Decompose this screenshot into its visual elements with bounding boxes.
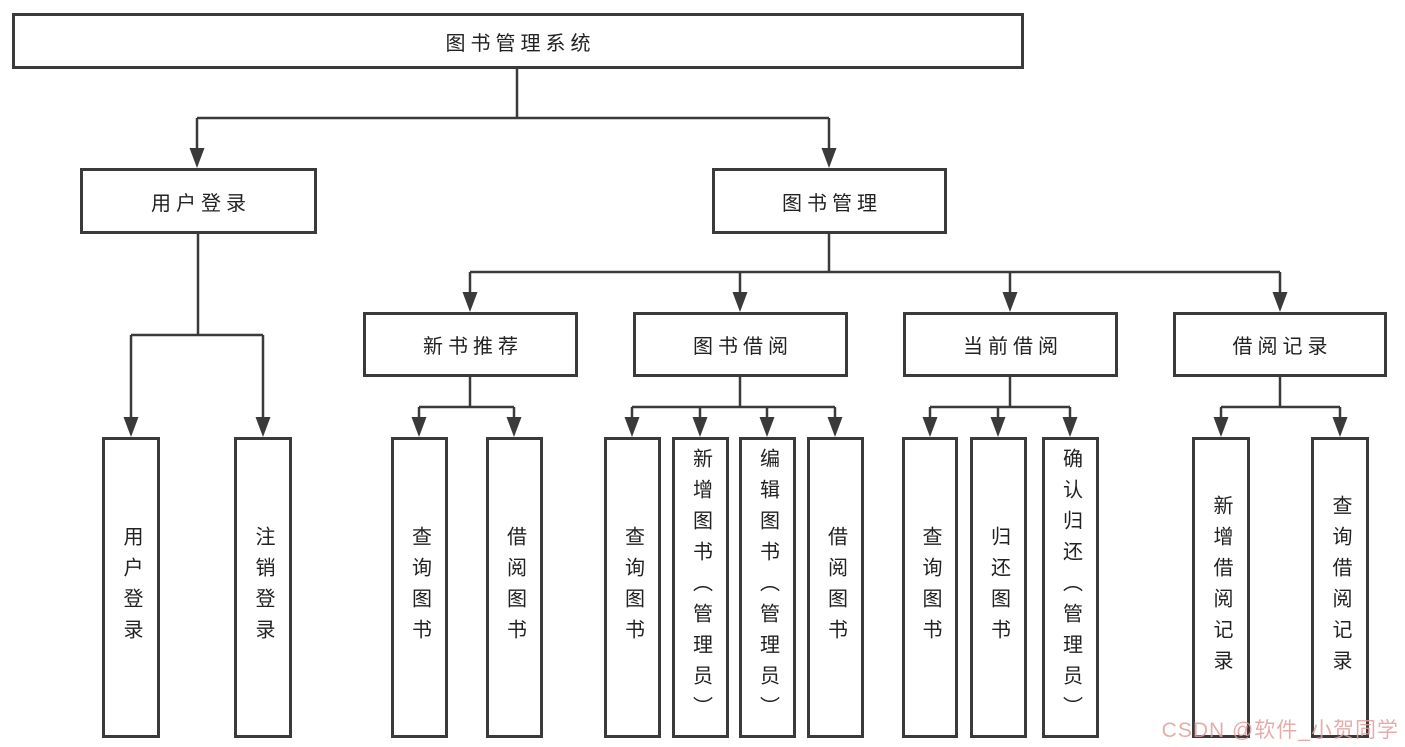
node-book-management: 图书管理 — [712, 168, 947, 234]
node-leaf-borrow-book-2: 借阅图书 — [807, 437, 864, 738]
node-book-borrowing: 图书借阅 — [633, 312, 848, 377]
node-leaf-add-book-admin-label: 新增图书（管理员） — [689, 448, 712, 727]
node-library-management-system: 图书管理系统 — [12, 13, 1024, 69]
node-leaf-query-book-3: 查询图书 — [902, 437, 958, 738]
node-leaf-borrow-book-1: 借阅图书 — [486, 437, 543, 738]
node-current-borrowing-label: 当前借阅 — [963, 336, 1063, 358]
arrowheads — [123, 148, 1348, 437]
node-user-login: 用户登录 — [80, 168, 317, 234]
node-new-book-recommend-label: 新书推荐 — [423, 336, 523, 358]
node-current-borrowing: 当前借阅 — [903, 312, 1118, 377]
node-borrow-records: 借阅记录 — [1173, 312, 1387, 377]
node-leaf-logout: 注销登录 — [234, 437, 292, 738]
node-book-borrowing-label: 图书借阅 — [693, 336, 793, 358]
node-library-management-system-label: 图书管理系统 — [445, 32, 596, 55]
node-leaf-borrow-book-1-label: 借阅图书 — [503, 525, 526, 650]
node-leaf-edit-book-admin: 编辑图书（管理员） — [739, 437, 796, 738]
node-leaf-add-book-admin: 新增图书（管理员） — [672, 437, 729, 738]
node-leaf-query-book-1: 查询图书 — [391, 437, 448, 738]
node-leaf-confirm-return-admin-label: 确认归还（管理员） — [1059, 448, 1082, 727]
node-leaf-query-book-2-label: 查询图书 — [621, 525, 644, 650]
node-leaf-edit-book-admin-label: 编辑图书（管理员） — [756, 448, 779, 727]
node-new-book-recommend: 新书推荐 — [363, 312, 578, 377]
node-book-management-label: 图书管理 — [782, 192, 882, 215]
node-leaf-confirm-return-admin: 确认归还（管理员） — [1042, 437, 1099, 738]
node-leaf-query-borrow-record: 查询借阅记录 — [1311, 437, 1369, 738]
csdn-watermark: CSDN @软件_小贺同学 — [1161, 719, 1399, 742]
node-leaf-return-book-label: 归还图书 — [987, 525, 1010, 650]
node-leaf-user-login-label: 用户登录 — [120, 525, 142, 650]
node-leaf-user-login: 用户登录 — [102, 437, 160, 738]
node-leaf-query-book-1-label: 查询图书 — [408, 525, 431, 650]
node-leaf-query-book-2: 查询图书 — [604, 437, 661, 738]
node-leaf-return-book: 归还图书 — [970, 437, 1027, 738]
node-leaf-query-book-3-label: 查询图书 — [919, 525, 941, 650]
node-leaf-add-borrow-record: 新增借阅记录 — [1192, 437, 1250, 738]
node-user-login-label: 用户登录 — [151, 192, 251, 215]
node-leaf-add-borrow-record-label: 新增借阅记录 — [1210, 494, 1232, 681]
node-leaf-logout-label: 注销登录 — [252, 525, 274, 650]
node-leaf-query-borrow-record-label: 查询借阅记录 — [1329, 494, 1351, 681]
node-borrow-records-label: 借阅记录 — [1232, 336, 1333, 358]
node-leaf-borrow-book-2-label: 借阅图书 — [824, 525, 847, 650]
